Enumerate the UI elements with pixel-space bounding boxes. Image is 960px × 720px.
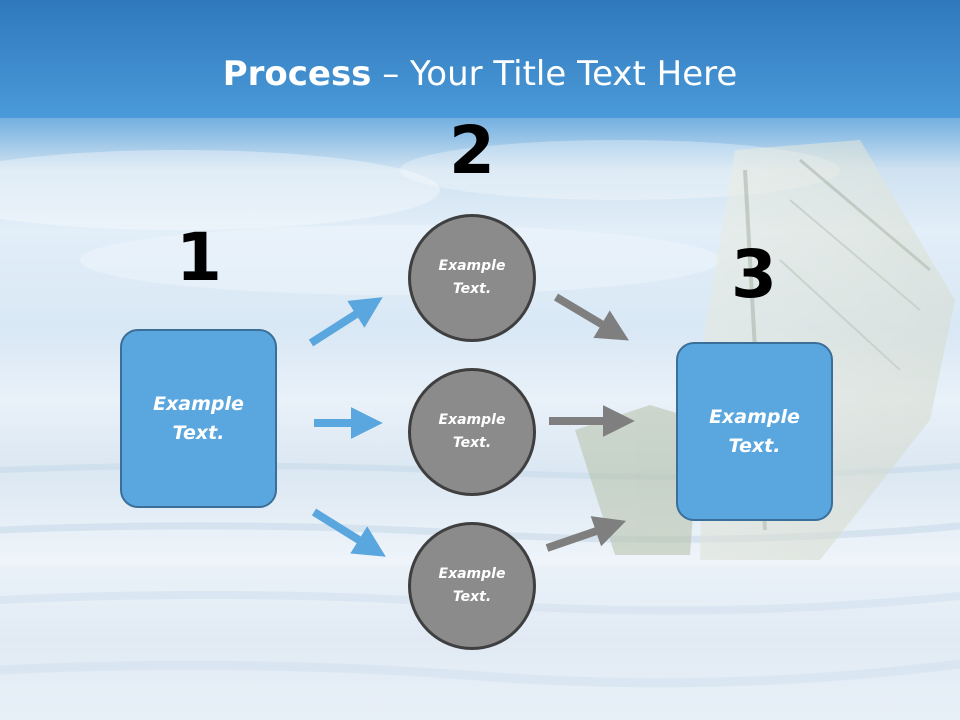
title-rest: – Your Title Text Here — [371, 54, 738, 94]
step-number-1: 1 — [176, 219, 222, 296]
arrow-circle-bottom-to-box3 — [545, 516, 627, 552]
arrow-circle-top-to-box3 — [553, 293, 629, 341]
step-2-circle-middle: Example Text. — [408, 368, 536, 496]
step-number-3: 3 — [731, 236, 777, 313]
step-2-circle-top: Example Text. — [408, 214, 536, 342]
circle-bottom-text: Example Text. — [438, 566, 506, 605]
step-1-box-text: Example Text. — [153, 392, 244, 444]
step-number-2: 2 — [449, 112, 495, 189]
step-2-circle-bottom: Example Text. — [408, 522, 536, 650]
circle-middle-text: Example Text. — [438, 412, 506, 451]
step-1-box: Example Text. — [120, 329, 277, 508]
arrow-box1-to-circle-top — [308, 297, 383, 347]
title-bold: Process — [222, 54, 372, 94]
circle-top-text: Example Text. — [438, 258, 506, 297]
slide-title: Process – Your Title Text Here — [0, 52, 960, 96]
arrow-box1-to-circle-bottom — [311, 508, 386, 557]
step-3-box-text: Example Text. — [709, 405, 800, 457]
step-3-box: Example Text. — [676, 342, 833, 521]
